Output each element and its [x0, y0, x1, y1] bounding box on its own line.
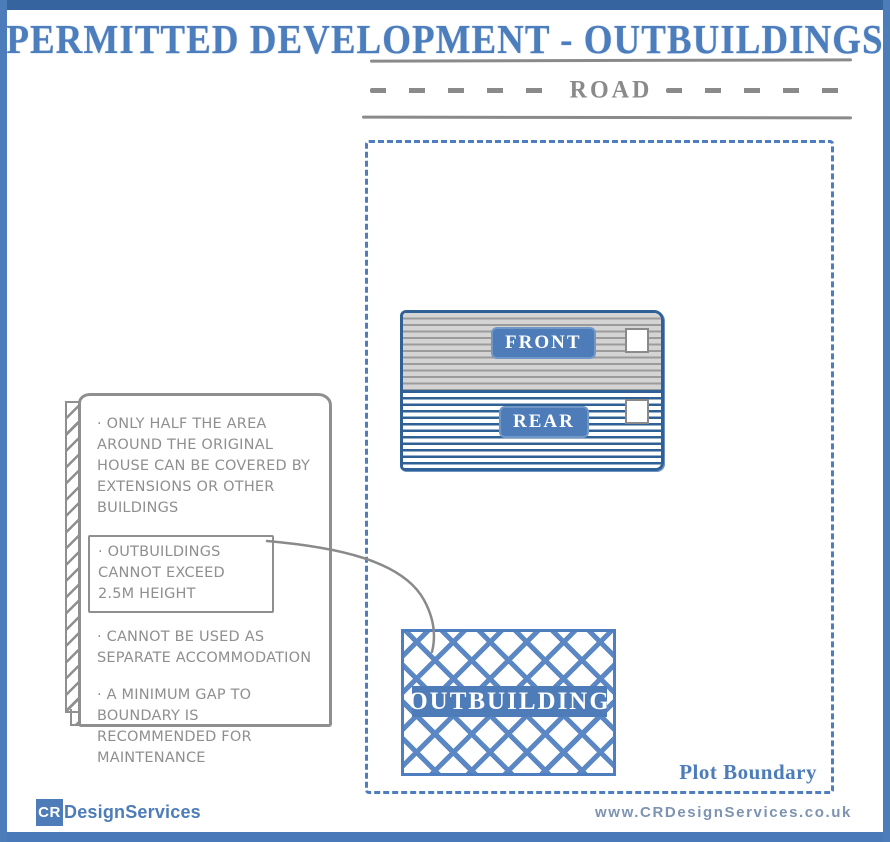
outbuilding-label: OUTBUILDING — [408, 686, 609, 717]
notes-page: · ONLY HALF THE AREA AROUND THE ORIGINAL… — [78, 393, 332, 766]
road-edge-line-bottom — [361, 115, 853, 120]
company-logo: CR DesignServices — [36, 799, 201, 826]
note-accommodation: · CANNOT BE USED AS SEPARATE ACCOMMODATI… — [97, 629, 312, 667]
plot-boundary: FRONT REAR OUTBUILDING Plot Boundary — [365, 140, 834, 794]
note-boundary-gap: · A MINIMUM GAP TO BOUNDARY IS RECOMMEND… — [97, 687, 252, 767]
page-title: PERMITTED DEVELOPMENT - OUTBUILDINGS — [6, 17, 884, 64]
road-centerline: ROAD — [370, 75, 853, 104]
page-border-left — [0, 0, 7, 842]
page-border-right — [883, 0, 890, 842]
plot-boundary-label: Plot Boundary — [679, 760, 817, 784]
road-dashes-right — [666, 87, 853, 93]
note-height-limit: · OUTBUILDINGS CANNOT EXCEED 2.5M HEIGHT — [88, 535, 274, 614]
road-label: ROAD — [569, 75, 653, 104]
logo-cr-icon: CR — [36, 799, 63, 826]
front-window-icon — [625, 328, 649, 353]
house: FRONT REAR — [400, 310, 664, 471]
page-border-bottom — [0, 832, 890, 842]
house-rear-half: REAR — [403, 390, 661, 468]
front-label: FRONT — [491, 327, 596, 359]
logo-company-name: DesignServices — [64, 802, 201, 822]
road-dashes-left — [370, 87, 556, 93]
house-front-half: FRONT — [403, 313, 661, 390]
rear-window-icon — [625, 399, 649, 424]
rear-label: REAR — [499, 406, 589, 438]
notes-panel: · ONLY HALF THE AREA AROUND THE ORIGINAL… — [65, 393, 332, 766]
outbuilding: OUTBUILDING — [401, 629, 616, 776]
note-half-area: · ONLY HALF THE AREA AROUND THE ORIGINAL… — [97, 416, 311, 517]
website-url: www.CRDesignServices.co.uk — [595, 804, 852, 821]
page-border-top — [0, 0, 890, 10]
